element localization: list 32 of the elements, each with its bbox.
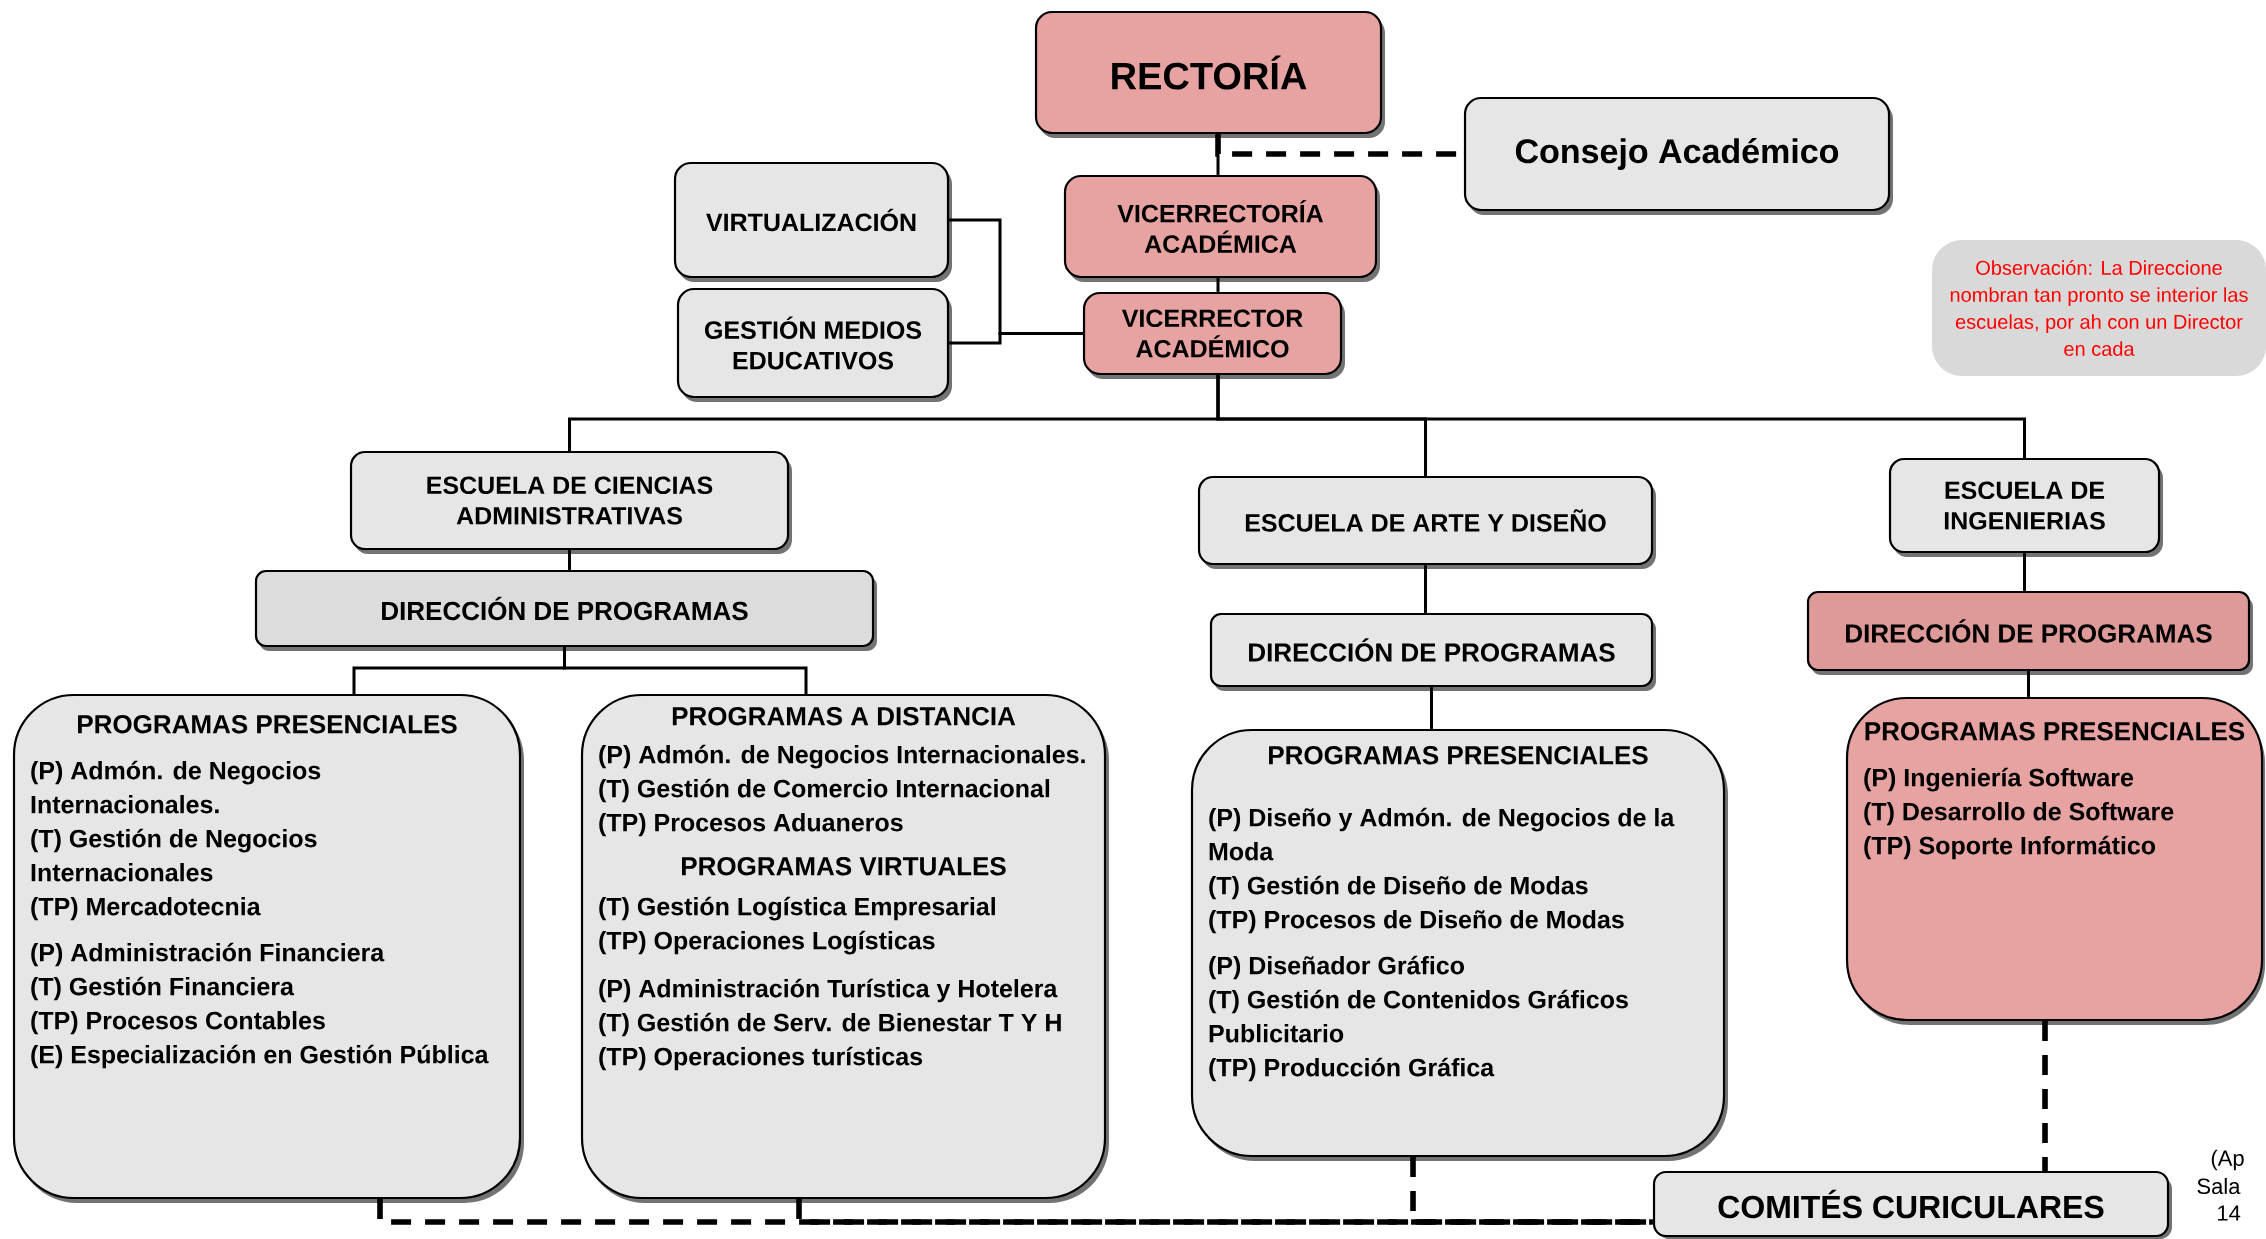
org-box: DIRECCIÓN DE PROGRAMAS (254, 569, 877, 651)
connector (377, 1199, 1653, 1225)
connector (1216, 278, 1220, 292)
program-box: PROGRAMAS A DISTANCIA (P) Admón. de Negocios Internacionales. (T) Gestión de Comercio Internacional (TP) Procesos Aduaneros PROGRAMAS VIRTUALES (T) Gestión Logística Empresarial (TP) Operaciones Logísticas (P) Administración Turística y Hotelera (T) Gestión de Serv. de Bienestar T Y H (TP) Operaciones turísticas (580, 693, 1109, 1203)
note-text: Sala (2197, 1177, 2241, 1195)
note-text: 14 (2218, 1205, 2241, 1221)
connector (1424, 565, 1427, 613)
connector (563, 647, 808, 694)
org-box: GESTIÓN MEDIOS EDUCATIVOS (676, 287, 952, 402)
connector (2042, 1021, 2048, 1171)
program-box: PROGRAMAS PRESENCIALES (P) Ingeniería Software (T) Desarrollo de Software (TP) Soporte Informático (1845, 696, 2265, 1025)
org-box: COMITÉS CURICULARES (1652, 1170, 2172, 1239)
connector (1430, 687, 1433, 729)
org-box: VIRTUALIZACIÓN (673, 161, 952, 282)
org-box: Consejo Académico (1463, 96, 1893, 215)
connector (949, 332, 1083, 345)
program-box: PROGRAMAS PRESENCIALES (P) Diseño y Admón. de Negocios de la Moda (T) Gestión de Diseño de Modas (TP) Procesos de Diseño de Modas (P) Diseñador Gráfico (T) Gestión de Contenidos Gráficos Publicitario (TP) Producción Gráfica (1190, 728, 1728, 1161)
org-box: VICERRECTOR ACADÉMICO (1082, 291, 1345, 379)
program-box: PROGRAMAS PRESENCIALES (P) Admón. de Negocios Internacionales. (T) Gestión de Negocios Internacionales (TP) Mercadotecnia (P) Administración Financiera (T) Gestión Financiera (TP) Procesos Contables (E) Especialización en Gestión Pública (12, 693, 524, 1203)
org-box: DIRECCIÓN DE PROGRAMAS (1209, 612, 1656, 691)
org-box: VICERRECTORÍA ACADÉMICA (1063, 174, 1380, 282)
org-box: DIRECCIÓN DE PROGRAMAS (1806, 590, 2253, 675)
connector (2023, 553, 2026, 591)
connector (568, 550, 571, 570)
org-box: ESCUELA DE CIENCIAS ADMINISTRATIVAS (349, 450, 792, 554)
org-box: ESCUELA DE ARTE Y DISEÑO (1197, 475, 1656, 569)
org-box: ESCUELA DE INGENIERIAS (1888, 457, 2163, 557)
connector (2027, 671, 2030, 697)
note-box: Observación: La Direccione nombran tan pronto se interior las escuelas, por ah con un Director en cada (1932, 240, 2266, 376)
org-box: RECTORÍA (1034, 10, 1385, 138)
note-text: (Ap (2211, 1149, 2244, 1171)
connector (1216, 375, 2026, 458)
